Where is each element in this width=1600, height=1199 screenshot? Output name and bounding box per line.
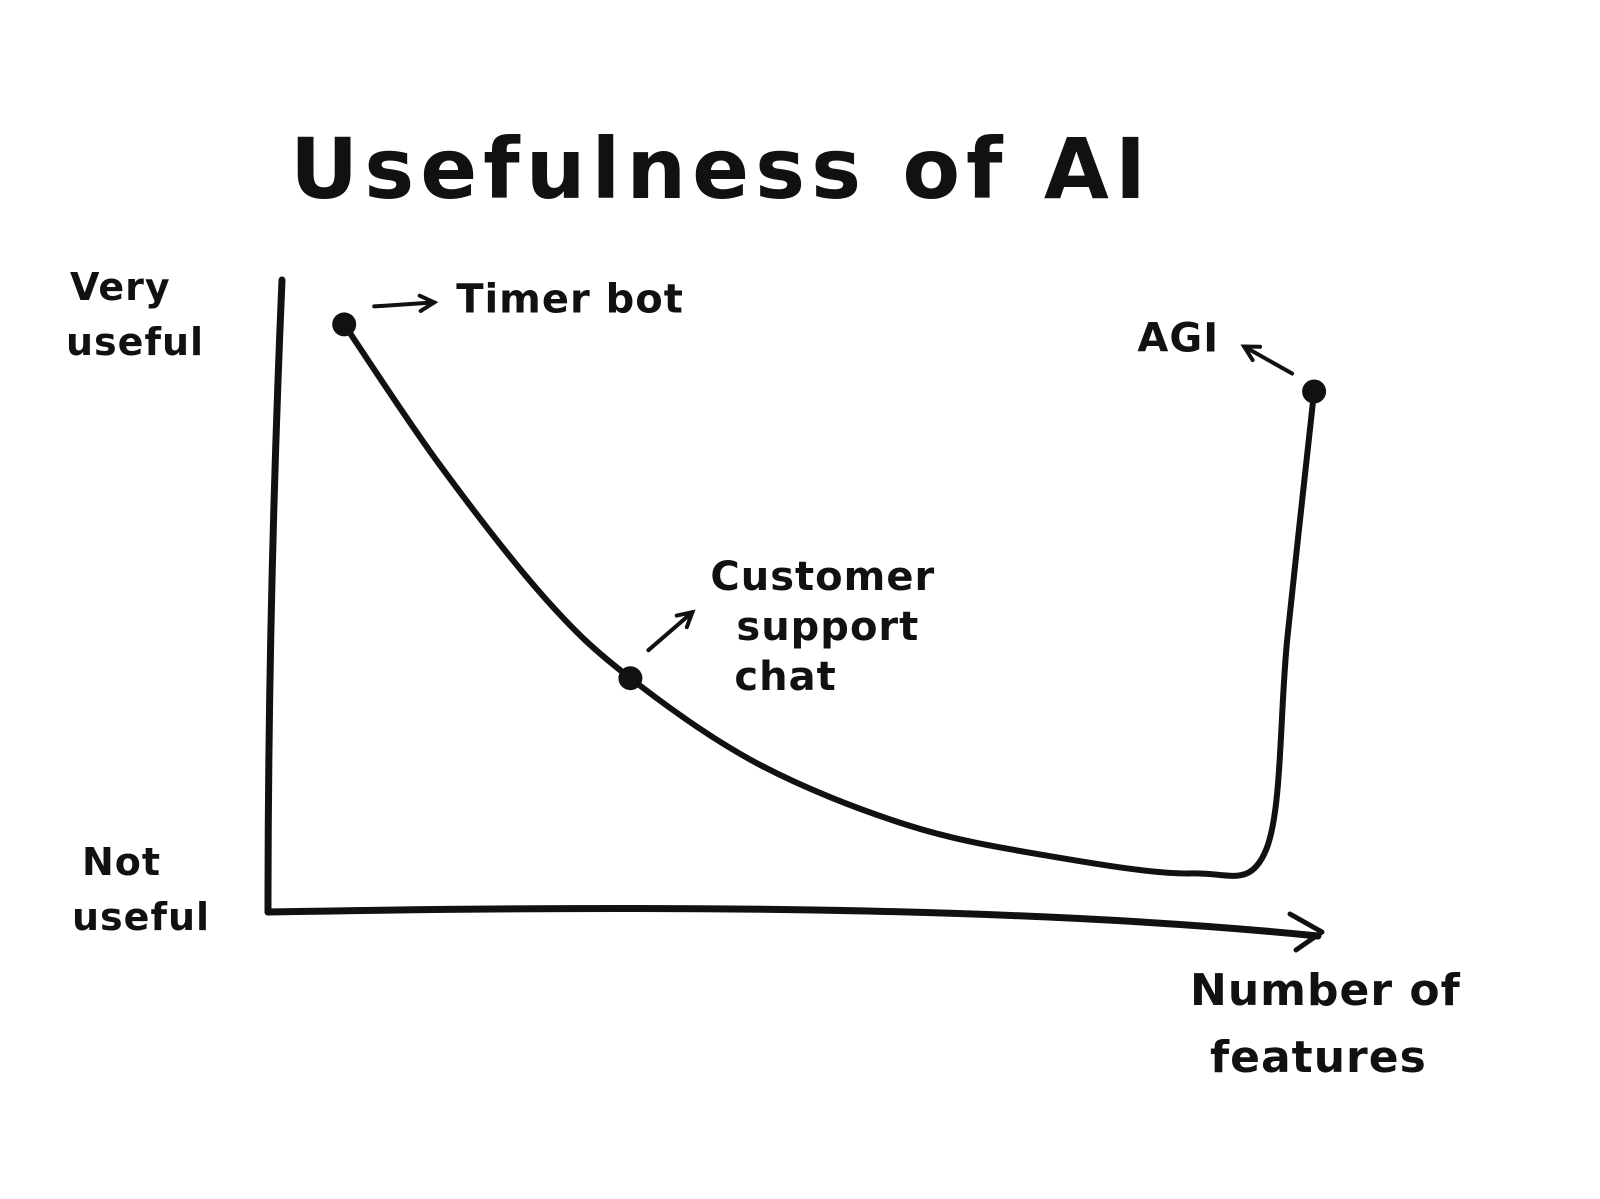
axes	[264, 276, 1325, 953]
x-axis-label-line-2: features	[1210, 1032, 1427, 1083]
x-axis-line	[264, 904, 1322, 940]
chart-title: Usefulness of AI	[290, 120, 1152, 218]
annotation-arrow-1	[372, 300, 437, 309]
annotation-label-2-line-1: Customer	[710, 554, 935, 600]
annotation-label-3-line-1: AGI	[1137, 316, 1219, 362]
annotation-label-2-line-2: support	[736, 604, 919, 650]
y-tick-label-bottom-line-2: useful	[72, 895, 210, 939]
y-tick-label-top: Very useful	[66, 265, 204, 364]
annotation-label-3: AGI	[1137, 316, 1219, 362]
point-marker-1	[332, 312, 357, 337]
annotation-arrow-3	[1242, 344, 1295, 376]
x-axis-arrowhead	[1287, 911, 1325, 953]
point-marker-3	[1302, 379, 1327, 404]
point-marker-2	[618, 666, 643, 691]
annotation-arrowhead-2	[674, 609, 696, 630]
y-axis-line	[264, 276, 286, 916]
y-tick-label-top-line-2: useful	[66, 320, 204, 364]
y-tick-label-top-line-1: Very	[70, 265, 171, 309]
y-tick-label-bottom: Not useful	[72, 840, 210, 939]
annotation-label-2-line-3: chat	[734, 654, 836, 700]
annotation-label-1-line-1: Timer bot	[456, 276, 684, 322]
annotation-label-1: Timer bot	[456, 276, 684, 322]
annotation-arrowhead-3	[1240, 344, 1263, 363]
x-axis-label-line-1: Number of	[1190, 965, 1461, 1016]
x-axis-label: Number of features	[1190, 965, 1477, 1083]
annotation-arrow-2	[646, 610, 695, 653]
y-tick-label-bottom-line-1: Not	[82, 840, 161, 884]
series	[341, 321, 1318, 879]
annotation-arrowhead-1	[417, 293, 439, 313]
series-line	[341, 321, 1318, 879]
